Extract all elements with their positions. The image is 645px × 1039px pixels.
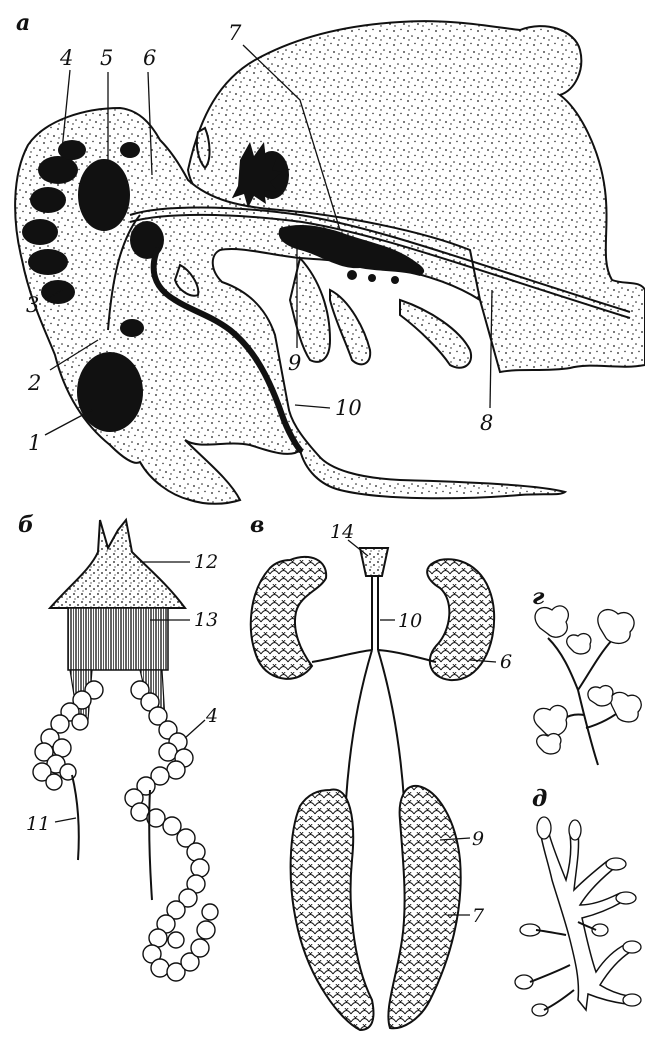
panel-d: д: [515, 786, 641, 1016]
label-10: 10: [335, 396, 362, 420]
leader-4b: [185, 720, 205, 738]
gland-cluster-right-4: [125, 681, 218, 981]
panel-a: а: [15, 10, 645, 504]
label-7: 7: [228, 21, 242, 45]
duct-right-b: [149, 790, 152, 900]
label-4b: 4: [205, 705, 218, 727]
label-10v: 10: [398, 610, 422, 632]
leader-1: [45, 410, 92, 435]
leader-10: [295, 405, 330, 408]
label-8: 8: [480, 411, 493, 435]
label-11: 11: [26, 813, 50, 835]
leader-11: [55, 818, 76, 822]
lobe-shape-2: [330, 290, 370, 364]
duct-split-right: [378, 650, 404, 800]
duct-split-left: [346, 650, 372, 800]
label-14: 14: [330, 521, 354, 543]
label-6v: 6: [500, 651, 512, 673]
panel-g: г: [532, 584, 641, 765]
gland-7-left: [291, 790, 374, 1030]
panel-letter-v: в: [250, 512, 264, 538]
panel-letter-g: г: [532, 584, 545, 610]
branch-d: [540, 822, 635, 1010]
gland-5: [78, 159, 130, 231]
label-9v: 9: [472, 828, 484, 850]
gland-7-right: [388, 786, 460, 1028]
panel-letter-d: д: [532, 786, 547, 812]
structure-12-cap: [50, 520, 185, 608]
structure-13-hatched: [68, 608, 168, 670]
label-5: 5: [100, 46, 113, 70]
panel-letter-b: б: [18, 512, 34, 538]
label-1: 1: [28, 431, 41, 455]
panel-b: б: [18, 512, 218, 981]
gland-1: [77, 352, 143, 432]
lobe-shape-1: [290, 258, 330, 362]
gland-cluster-left: [33, 681, 103, 790]
panel-letter-a: а: [16, 10, 30, 36]
lobe-shape-3: [400, 300, 471, 368]
label-9: 9: [288, 351, 301, 375]
duct-6-left: [312, 650, 372, 662]
label-3: 3: [26, 293, 39, 317]
label-2: 2: [27, 371, 41, 395]
label-7v: 7: [472, 905, 485, 927]
panel-v: в 14 10 6 9 7: [250, 512, 512, 1030]
label-13: 13: [194, 609, 218, 631]
label-12: 12: [194, 551, 218, 573]
gland-6-right: [427, 559, 494, 680]
duct-6-right: [378, 650, 436, 662]
label-6: 6: [143, 46, 156, 70]
label-4: 4: [59, 46, 73, 70]
